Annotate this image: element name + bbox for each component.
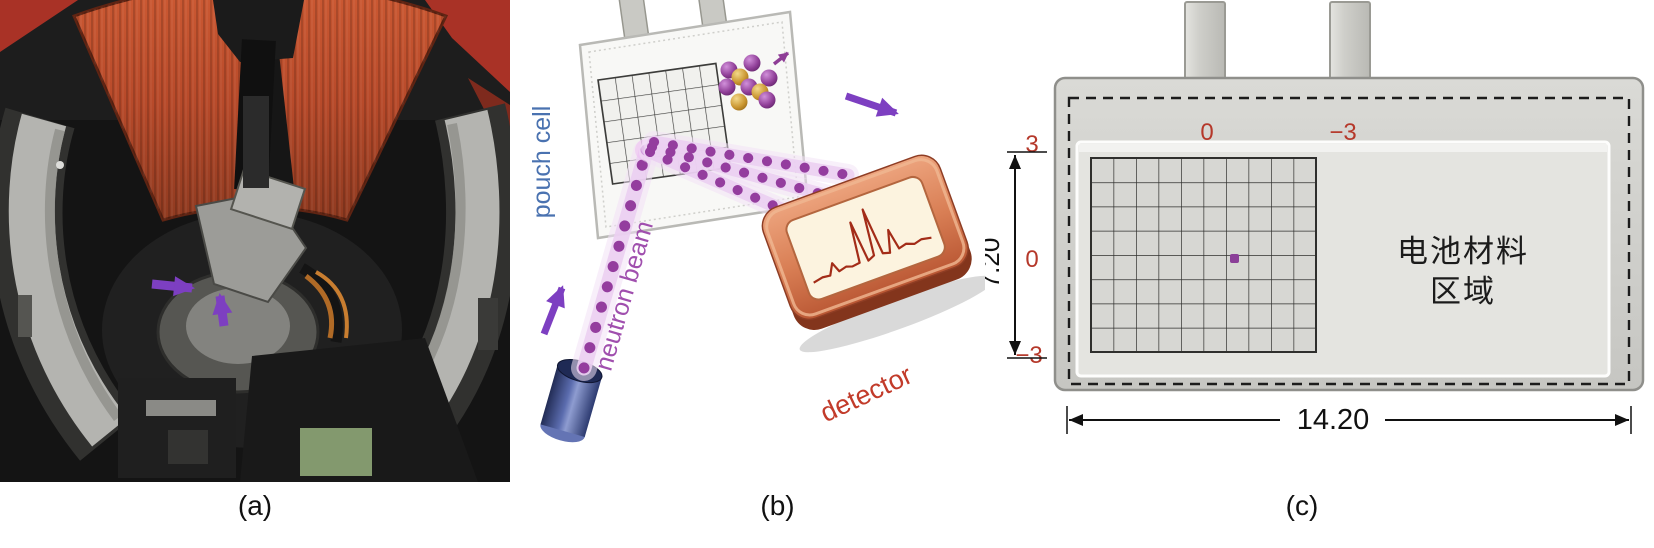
atom-cluster — [718, 51, 790, 111]
panel-a-caption: (a) — [237, 490, 273, 521]
beam-position-marker — [1230, 254, 1239, 263]
orange-cable — [315, 270, 349, 339]
axis-left-0: 0 — [1025, 246, 1038, 273]
panel-c-caption: (c) — [1285, 490, 1319, 521]
height-dimension-label: 7.20 — [985, 238, 1005, 289]
orange-cable — [304, 274, 335, 339]
pouch-cell-drawing: 3 0 −3 0 −3 7.20 14.20 电池材料 — [985, 1, 1645, 436]
instrument-photo — [0, 0, 510, 482]
axis-left-3: 3 — [1025, 131, 1038, 158]
scattered-beams — [639, 131, 859, 229]
panel-b-caption: (b) — [760, 490, 795, 521]
battery-material-region-label: 电池材料 区域 — [1397, 234, 1529, 309]
width-dimension-label: 14.20 — [1297, 404, 1370, 436]
experiment-schematic: pouch cell neutron beam detector — [528, 0, 985, 443]
axis-left-neg3: −3 — [1015, 342, 1042, 369]
red-panel-top-left — [0, 0, 78, 52]
seal-dashed-outline — [1067, 96, 1631, 386]
detector-label: detector — [816, 360, 917, 428]
diffraction-pattern-curve — [813, 208, 932, 284]
sample-stage-equipment — [102, 96, 478, 482]
cell-tab — [1184, 1, 1226, 87]
red-panel-top-right — [425, 0, 510, 92]
detector-graphic — [761, 154, 985, 353]
height-dimension — [1007, 151, 1047, 359]
measurement-grid — [1090, 157, 1317, 353]
axis-top-neg3: −3 — [1329, 119, 1356, 146]
panel-b: pouch cell neutron beam detector (b) — [510, 0, 985, 548]
cell-tab — [1329, 1, 1371, 87]
width-dimension — [1066, 406, 1632, 434]
detector-screen — [785, 175, 946, 301]
region-label-line1: 电池材料 — [1397, 234, 1529, 269]
beam-direction-arrows — [151, 276, 233, 327]
region-label-line2: 区域 — [1430, 274, 1496, 309]
axis-top-0: 0 — [1200, 119, 1213, 146]
direction-arrows — [540, 92, 899, 336]
pouch-cell-label: pouch cell — [528, 106, 556, 219]
panel-a: (a) — [0, 0, 510, 548]
cell-tabs — [1184, 1, 1371, 87]
green-panel — [300, 428, 372, 476]
panel-c: 3 0 −3 0 −3 7.20 14.20 电池材料 — [985, 0, 1654, 548]
